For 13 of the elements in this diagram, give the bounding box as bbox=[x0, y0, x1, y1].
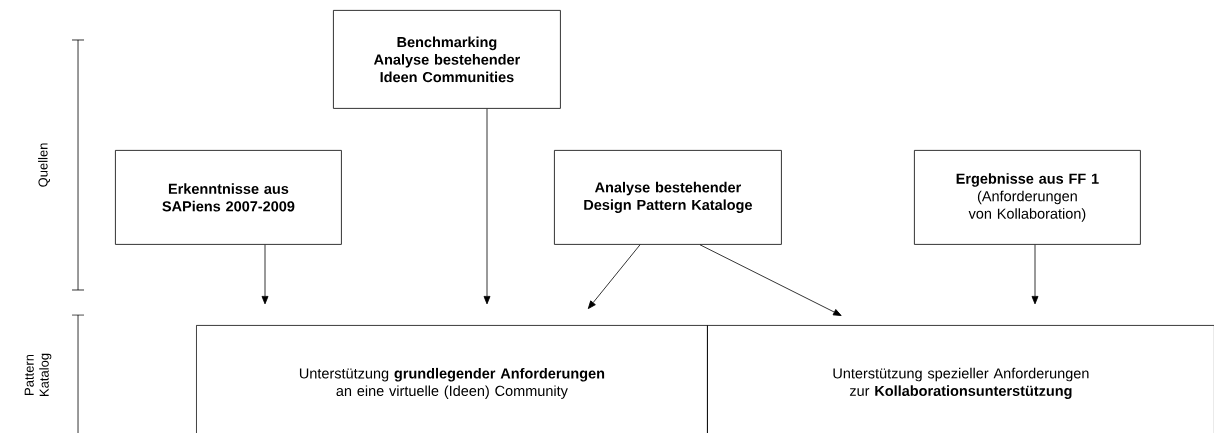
arrow bbox=[261, 244, 269, 305]
process-box: Unterstützung grundlegender Anforderungen an eine virtuelle (Ideen) Community bbox=[196, 325, 708, 433]
process-box: Analyse bestehender Design Pattern Kataloge bbox=[554, 150, 782, 245]
axis-label: Quellen bbox=[38, 143, 50, 187]
process-box: Ergebnisse aus FF 1 (Anforderungen von Kollaboration) bbox=[914, 150, 1141, 245]
process-box: Erkenntnisse aus SAPiens 2007-2009 bbox=[115, 150, 342, 245]
arrow bbox=[587, 244, 641, 309]
arrow bbox=[1031, 244, 1039, 305]
axis-label: Pattern Katalog bbox=[24, 353, 52, 396]
process-box: Benchmarking Analyse bestehender Ideen Communities bbox=[333, 10, 561, 109]
arrow bbox=[699, 244, 842, 316]
arrow bbox=[483, 108, 491, 305]
process-box: Unterstützung spezieller Anforderungen zur Kollaborationsunterstützung bbox=[707, 325, 1214, 433]
